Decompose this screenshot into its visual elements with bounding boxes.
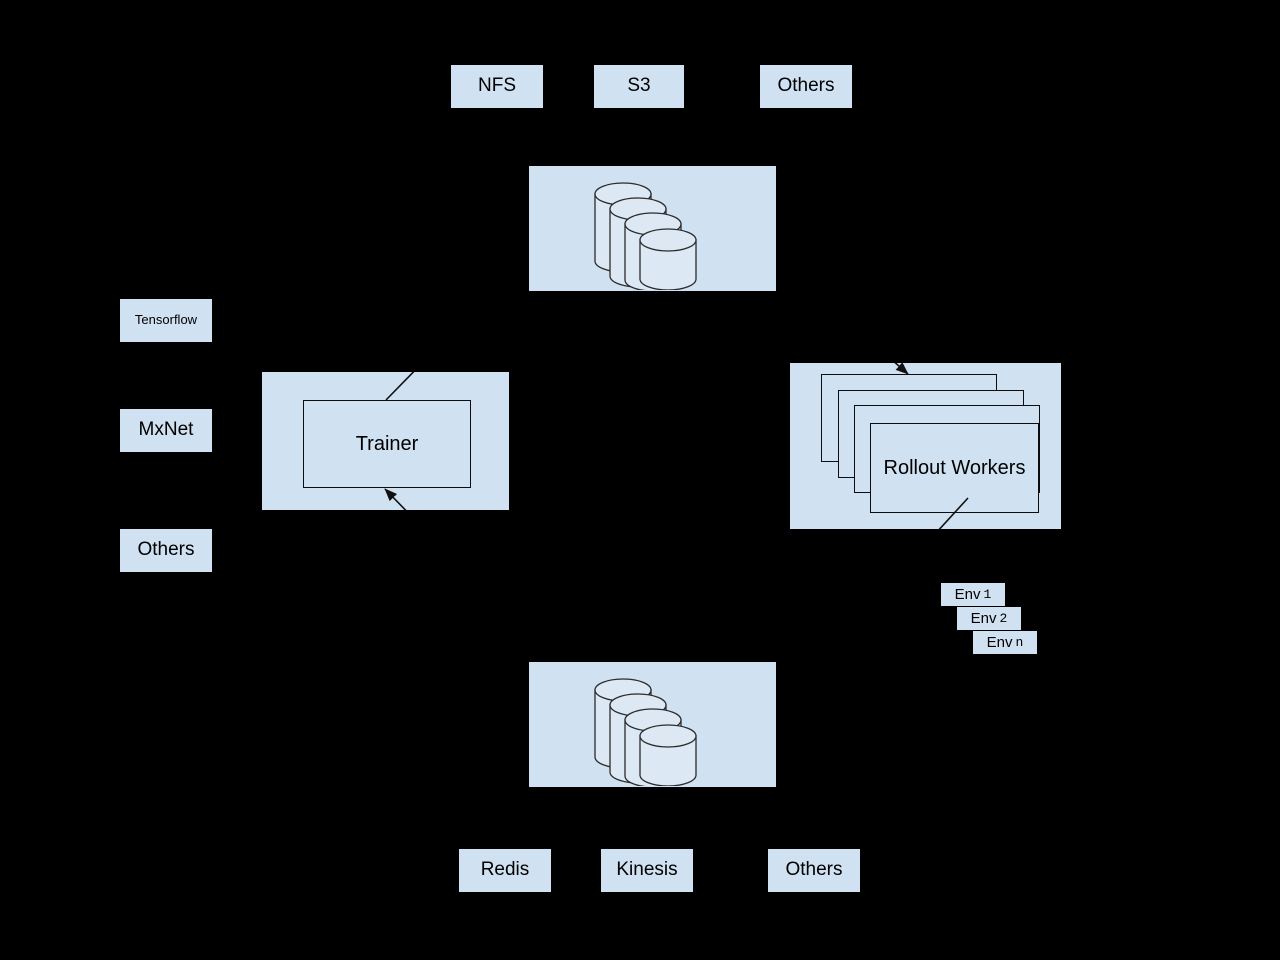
trainer-box[interactable]: Trainer <box>303 400 471 488</box>
queue-node-others[interactable]: Others <box>768 849 860 892</box>
env-box-2-name: Env <box>970 610 997 627</box>
storage-node-s3-label: S3 <box>627 75 651 97</box>
env-box-n-name: Env <box>986 634 1013 651</box>
storage-node-others[interactable]: Others <box>760 65 852 108</box>
queue-node-others-label: Others <box>785 859 843 881</box>
framework-node-tensorflow-label: Tensorflow <box>134 312 198 328</box>
rollout-worker-card-1[interactable]: Rollout Workers <box>870 423 1039 513</box>
env-box-1-index: 1 <box>983 587 992 602</box>
framework-node-others[interactable]: Others <box>120 529 212 572</box>
env-box-1-name: Env <box>954 586 981 603</box>
queue-node-redis[interactable]: Redis <box>459 849 551 892</box>
storage-node-s3[interactable]: S3 <box>594 65 684 108</box>
env-box-2-index: 2 <box>999 611 1008 626</box>
top-datastore-panel[interactable] <box>529 166 776 291</box>
queue-node-redis-label: Redis <box>480 859 530 881</box>
storage-node-others-label: Others <box>777 75 835 97</box>
queue-node-kinesis-label: Kinesis <box>616 859 678 881</box>
env-box-n-index: n <box>1015 635 1024 650</box>
framework-node-mxnet-label: MxNet <box>138 419 194 441</box>
bottom-datastore-panel[interactable] <box>529 662 776 787</box>
storage-node-nfs[interactable]: NFS <box>451 65 543 108</box>
framework-node-others-label: Others <box>137 539 195 561</box>
framework-node-tensorflow[interactable]: Tensorflow <box>120 299 212 342</box>
trainer-label: Trainer <box>355 432 419 455</box>
storage-node-nfs-label: NFS <box>478 75 516 97</box>
framework-node-mxnet[interactable]: MxNet <box>120 409 212 452</box>
rollout-workers-label: Rollout Workers <box>883 456 1026 479</box>
queue-node-kinesis[interactable]: Kinesis <box>601 849 693 892</box>
